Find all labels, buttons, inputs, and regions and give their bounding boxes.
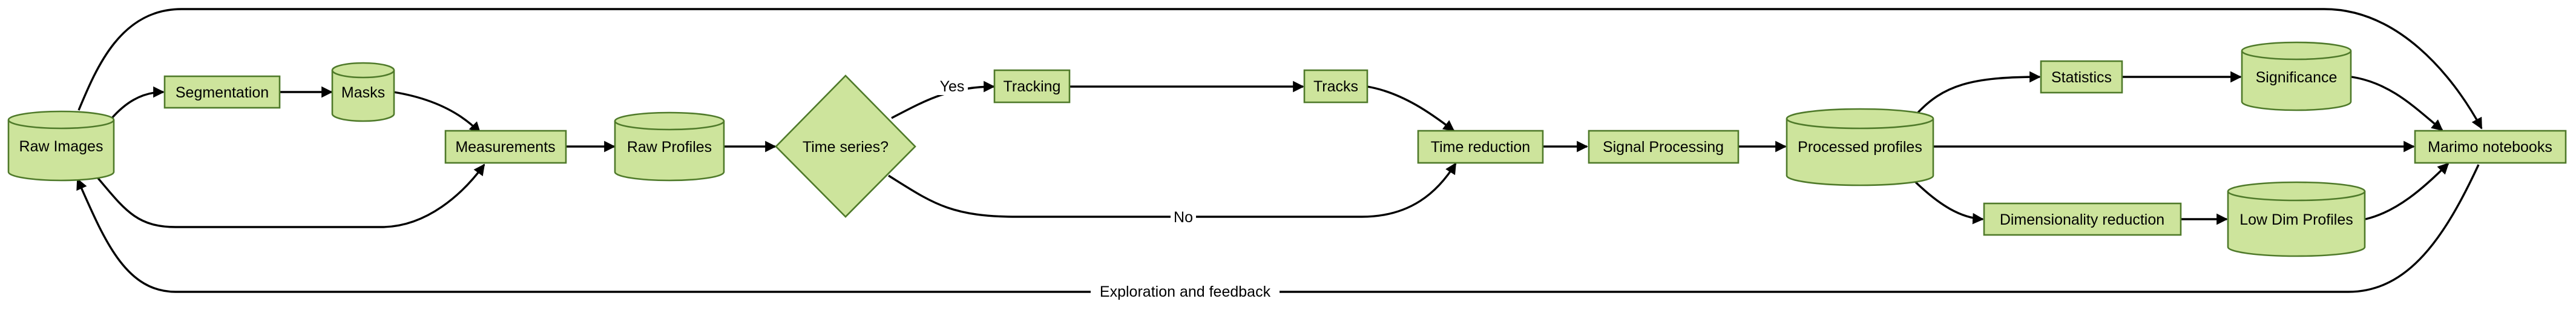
edge-labels: Yes No Exploration and feedback	[936, 77, 1280, 302]
node-signal-processing-label: Signal Processing	[1603, 139, 1724, 156]
node-raw-profiles: Raw Profiles	[614, 111, 725, 182]
node-statistics-label: Statistics	[2051, 69, 2112, 86]
edge-significance-to-marimo	[2351, 76, 2443, 131]
node-statistics: Statistics	[2040, 60, 2123, 94]
node-low-dim-profiles: Low Dim Profiles	[2227, 181, 2366, 257]
edge-label-yes: Yes	[940, 78, 965, 95]
node-raw-profiles-label: Raw Profiles	[627, 139, 712, 156]
node-tracking: Tracking	[993, 69, 1071, 104]
edge-masks-to-measurements	[393, 91, 481, 134]
edge-label-exploration-feedback: Exploration and feedback	[1100, 283, 1271, 300]
node-time-series-label: Time series?	[803, 139, 889, 156]
node-dimensionality-reduction-label: Dimensionality reduction	[2000, 211, 2164, 228]
edge-label-no: No	[1174, 209, 1193, 226]
node-time-reduction: Time reduction	[1417, 130, 1544, 164]
edge-time-series-yes-to-tracking	[891, 81, 995, 119]
node-time-series-decision: Time series?	[775, 74, 916, 218]
node-significance: Significance	[2241, 41, 2352, 111]
edge-raw-images-to-marimo	[77, 8, 2483, 130]
node-masks-label: Masks	[341, 84, 385, 101]
edge-marimo-feedback-to-raw-images	[76, 164, 2480, 293]
node-masks: Masks	[331, 62, 395, 122]
node-time-reduction-label: Time reduction	[1431, 139, 1530, 156]
node-measurements: Measurements	[444, 130, 567, 164]
node-significance-label: Significance	[2256, 69, 2338, 86]
node-measurements-label: Measurements	[455, 139, 555, 156]
edge-time-series-no-to-time-reduction	[888, 162, 1457, 218]
node-raw-images-label: Raw Images	[19, 138, 104, 155]
node-tracks-label: Tracks	[1313, 78, 1358, 95]
node-marimo-notebooks-label: Marimo notebooks	[2428, 139, 2552, 156]
edge-processed-profiles-to-dimensionality-reduction	[1913, 179, 1984, 225]
edge-raw-images-to-segmentation	[110, 86, 165, 120]
node-processed-profiles-label: Processed profiles	[1798, 139, 1922, 156]
edge-tracks-to-time-reduction	[1367, 85, 1455, 132]
edge-raw-images-to-measurements	[96, 163, 485, 228]
node-dimensionality-reduction: Dimensionality reduction	[1983, 202, 2182, 236]
node-tracks: Tracks	[1303, 69, 1368, 104]
node-raw-images: Raw Images	[7, 110, 115, 182]
nodes: Raw Images Segmentation Masks Measuremen…	[7, 41, 2567, 257]
node-low-dim-profiles-label: Low Dim Profiles	[2239, 211, 2353, 228]
edge-processed-profiles-to-statistics	[1914, 71, 2041, 116]
node-signal-processing: Signal Processing	[1588, 130, 1740, 164]
edge-low-dim-profiles-to-marimo	[2365, 162, 2450, 220]
edges	[76, 8, 2483, 293]
node-segmentation: Segmentation	[163, 75, 281, 109]
node-segmentation-label: Segmentation	[176, 84, 269, 101]
node-tracking-label: Tracking	[1004, 78, 1061, 95]
node-processed-profiles: Processed profiles	[1786, 108, 1934, 186]
node-marimo-notebooks: Marimo notebooks	[2414, 130, 2567, 164]
